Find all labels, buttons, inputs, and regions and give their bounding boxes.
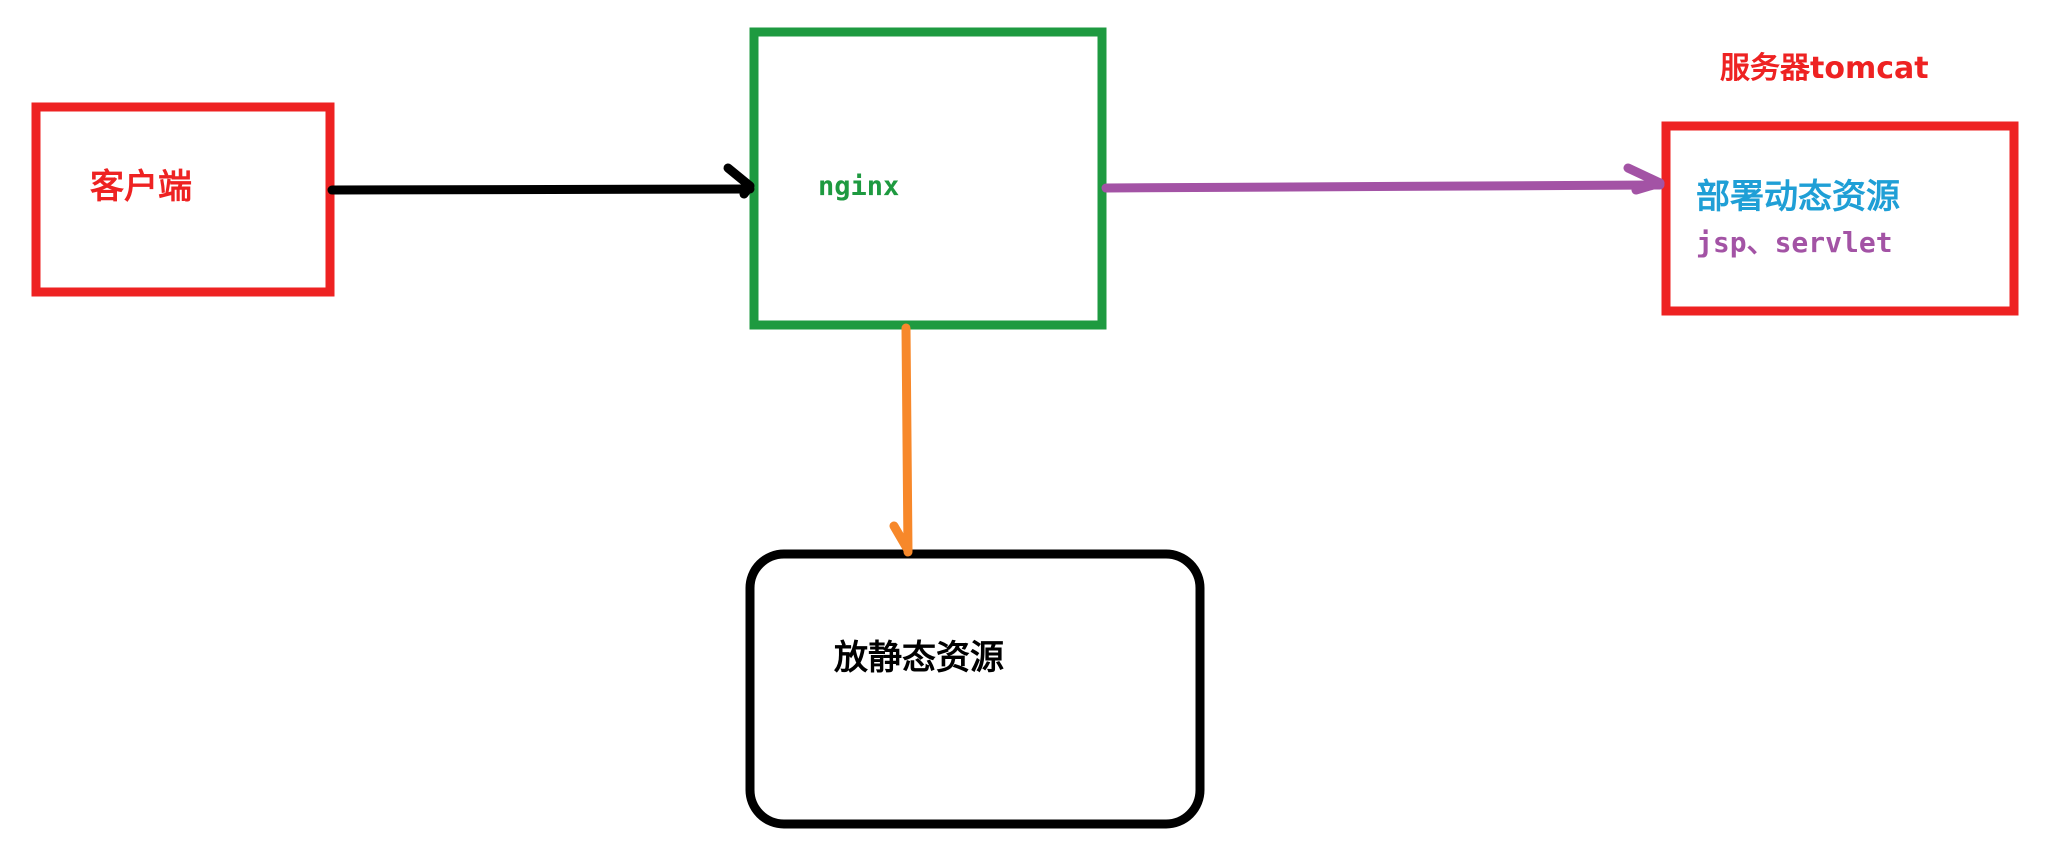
arrow-client-to-nginx	[327, 163, 755, 199]
server-title: 服务器tomcat	[1720, 51, 1929, 86]
dynamic-resource-sublabel: jsp、servlet	[1696, 226, 1893, 259]
server-box	[1661, 121, 2019, 316]
dynamic-resource-label: 部署动态资源	[1696, 177, 1900, 217]
static-resource-label: 放静态资源	[834, 638, 1004, 678]
client-box	[31, 102, 335, 297]
client-label: 客户端	[90, 167, 192, 207]
arrow-nginx-to-static	[889, 323, 913, 557]
nginx-label: nginx	[818, 171, 900, 202]
nginx-box	[749, 27, 1107, 330]
arrow-nginx-to-server	[1101, 163, 1665, 195]
static-box	[745, 549, 1205, 829]
